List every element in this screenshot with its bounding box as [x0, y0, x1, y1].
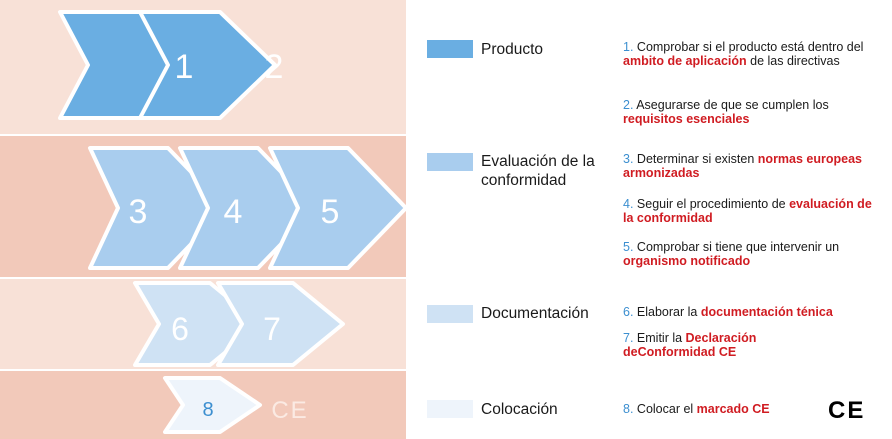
- arrow-number-5: 5: [321, 193, 340, 231]
- arrow-number-2: 2: [265, 48, 284, 86]
- arrow-number-4: 4: [224, 193, 243, 231]
- arrow-diagram: 1 2 3 4 5 6 7 8 CE: [58, 10, 406, 434]
- step-text: Determinar si existen: [633, 152, 758, 166]
- step-text: Seguir el procedimiento de: [633, 197, 790, 211]
- step-highlight: requisitos esenciales: [623, 112, 750, 126]
- step-number: 4.: [623, 197, 634, 211]
- arrow-number-8: 8: [202, 399, 213, 421]
- arrow-5: [268, 146, 406, 270]
- step-7: 7. Emitir la Declaración deConformidad C…: [623, 331, 803, 359]
- step-highlight: organismo notificado: [623, 254, 751, 268]
- step-highlight: marcado CE: [696, 402, 770, 416]
- arrow-number-1: 1: [175, 48, 194, 86]
- step-text: Comprobar si el producto está dentro del: [633, 40, 864, 54]
- step-text: Colocar el: [633, 402, 697, 416]
- step-4: 4. Seguir el procedimiento de evaluación…: [623, 197, 873, 225]
- legend-label-colocacion: Colocación: [481, 401, 558, 418]
- legend-swatch-colocacion: [427, 400, 473, 418]
- step-number: 1.: [623, 40, 634, 54]
- band-separator: [0, 134, 406, 136]
- step-number: 6.: [623, 305, 634, 319]
- step-1: 1. Comprobar si el producto está dentro …: [623, 40, 873, 68]
- step-highlight: ambito de aplicación: [623, 54, 747, 68]
- step-6: 6. Elaborar la documentación ténica: [623, 305, 891, 319]
- legend-swatch-producto: [427, 40, 473, 58]
- step-text: de las directivas: [746, 54, 840, 68]
- step-text: Elaborar la: [633, 305, 701, 319]
- legend-swatch-documentacion: [427, 305, 473, 323]
- step-number: 7.: [623, 331, 634, 345]
- step-number: 3.: [623, 152, 634, 166]
- legend-swatch-evaluacion: [427, 153, 473, 171]
- step-highlight: evaluación de la conformidad: [623, 197, 872, 225]
- step-text: Asegurarse de que se cumplen los: [633, 98, 829, 112]
- step-highlight: documentación ténica: [700, 305, 833, 319]
- arrow-number-6: 6: [171, 311, 189, 347]
- arrow-8: [163, 376, 262, 434]
- arrow-number-3: 3: [129, 193, 148, 231]
- legend-label-evaluacion: Evaluación de la conformidad: [481, 153, 595, 189]
- band-separator: [0, 277, 406, 279]
- step-highlight: normas europeas armonizadas: [623, 152, 863, 180]
- step-text: Comprobar si tiene que intervenir un: [633, 240, 840, 254]
- ce-faint-mark: CE: [271, 397, 308, 424]
- arrow-7: [216, 281, 345, 367]
- step-highlight: Declaración deConformidad CE: [623, 331, 757, 359]
- step-5: 5. Comprobar si tiene que intervenir un …: [623, 240, 873, 268]
- step-number: 5.: [623, 240, 634, 254]
- step-number: 2.: [623, 98, 634, 112]
- ce-marking-logo: CE: [828, 397, 866, 424]
- step-number: 8.: [623, 402, 634, 416]
- arrow-number-7: 7: [263, 311, 281, 347]
- step-3: 3. Determinar si existen normas europeas…: [623, 152, 873, 180]
- band-separator: [0, 369, 406, 371]
- legend-label-documentacion: Documentación: [481, 305, 589, 322]
- step-8: 8. Colocar el marcado CE: [623, 402, 823, 416]
- step-2: 2. Asegurarse de que se cumplen los requ…: [623, 98, 873, 126]
- arrow-2: [138, 10, 277, 120]
- legend-label-producto: Producto: [481, 41, 544, 58]
- step-text: Emitir la: [633, 331, 686, 345]
